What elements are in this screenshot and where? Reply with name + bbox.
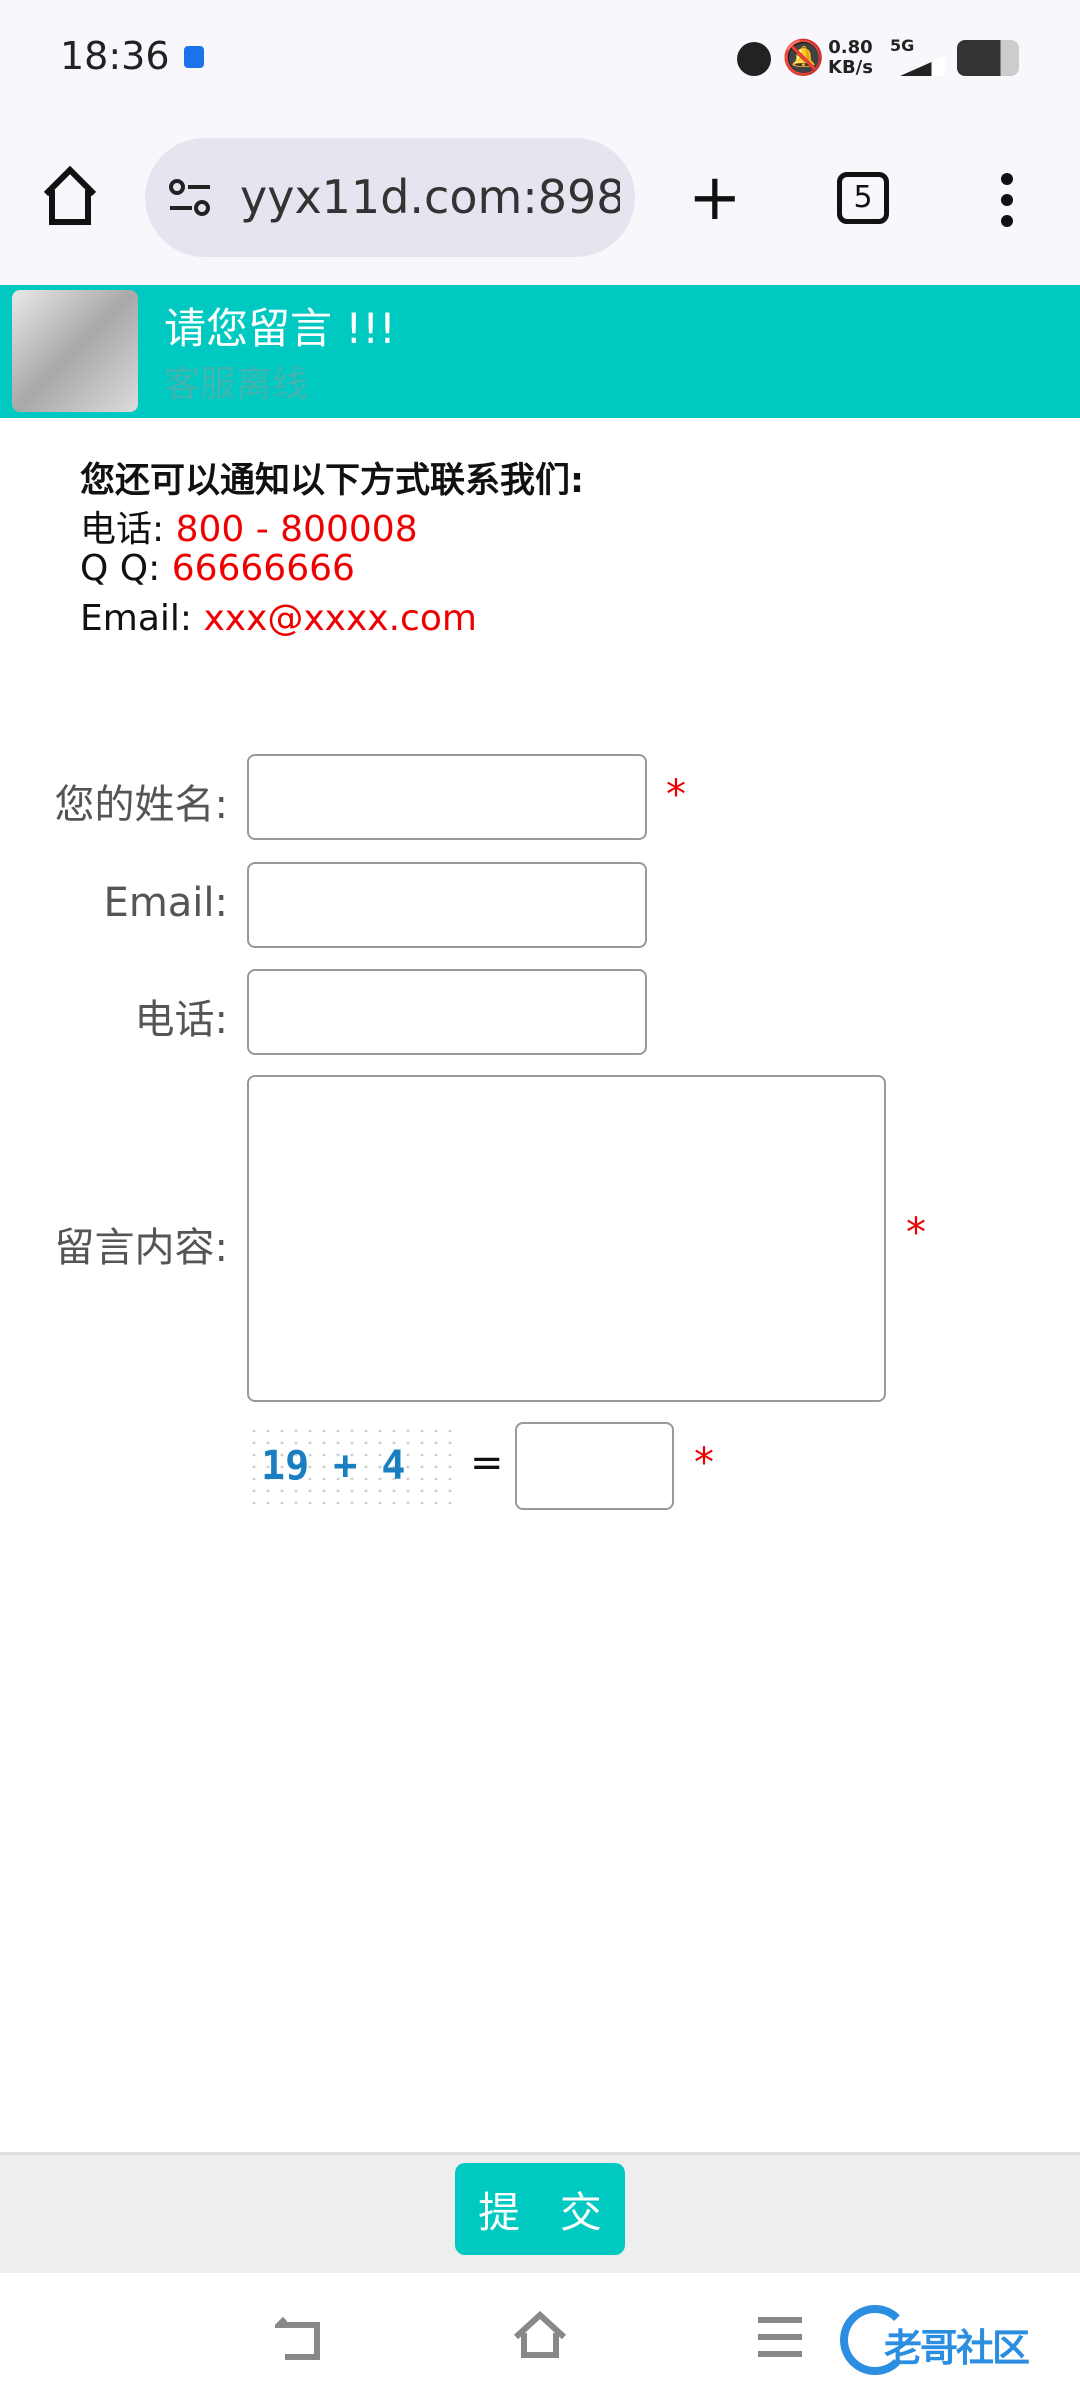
home-button[interactable] <box>42 165 98 226</box>
qq-value: 66666666 <box>171 548 355 589</box>
watermark-logo: 老哥社区 <box>840 2301 1075 2381</box>
phone-input[interactable] <box>247 969 647 1055</box>
tab-switcher-button[interactable]: 5 <box>837 172 889 224</box>
message-textarea[interactable] <box>247 1075 886 1402</box>
contact-phone: 电话: 800 - 800008 <box>80 500 418 552</box>
captcha-required: * <box>694 1440 714 1486</box>
phone-label: 电话: <box>80 509 176 550</box>
notification-icon <box>184 46 204 68</box>
chat-header <box>0 285 1080 418</box>
system-nav-bar: 老哥社区 <box>0 2273 1080 2400</box>
agent-avatar <box>12 290 138 412</box>
agent-status: 客服离线 <box>164 364 309 405</box>
url-text[interactable]: yyx11d.com:8989 <box>240 170 620 224</box>
contact-email: Email: xxx@xxxx.com <box>80 598 477 639</box>
contact-qq: Q Q: 66666666 <box>80 548 355 589</box>
recents-icon[interactable] <box>756 2315 804 2359</box>
contact-heading: 您还可以通知以下方式联系我们: <box>80 461 584 501</box>
new-tab-button[interactable]: + <box>688 161 742 235</box>
name-required: * <box>666 772 686 818</box>
signal-icon <box>900 56 945 76</box>
captcha-text: 19 + 4 <box>261 1443 406 1489</box>
phone-field-label: 电话: <box>134 997 228 1043</box>
net-speed-unit: KB/s <box>828 57 873 78</box>
message-label: 留言内容: <box>54 1225 228 1271</box>
name-label: 您的姓名: <box>54 782 228 828</box>
qq-label: Q Q: <box>80 548 172 589</box>
site-settings-icon[interactable] <box>168 178 212 218</box>
header-title: 请您留言 !!! <box>164 304 396 353</box>
menu-button[interactable] <box>996 170 1018 230</box>
address-bar[interactable] <box>145 138 635 257</box>
message-required: * <box>906 1210 926 1256</box>
battery-icon <box>957 40 1019 76</box>
submit-button[interactable]: 提 交 <box>455 2163 625 2255</box>
captcha-image[interactable]: 19 + 4 <box>247 1425 455 1505</box>
email-value: xxx@xxxx.com <box>203 598 477 639</box>
email-input[interactable] <box>247 862 647 948</box>
mute-icon: 🔕 <box>782 38 825 78</box>
name-input[interactable] <box>247 754 647 840</box>
email-label: Email: <box>80 598 204 639</box>
net-speed-value: 0.80 <box>828 37 873 58</box>
tune-icon <box>169 179 210 216</box>
email-field-label: Email: <box>103 880 228 926</box>
more-vert-icon <box>1001 173 1013 227</box>
captcha-input[interactable] <box>515 1422 674 1510</box>
equals-sign: = <box>470 1440 504 1486</box>
alarm-icon <box>737 42 771 76</box>
network-type: 5G <box>890 36 915 55</box>
phone-value: 800 - 800008 <box>175 509 418 550</box>
clock: 18:36 <box>60 34 170 78</box>
home-icon <box>43 165 97 225</box>
home-nav-icon[interactable] <box>512 2311 568 2361</box>
back-icon[interactable] <box>275 2313 325 2363</box>
